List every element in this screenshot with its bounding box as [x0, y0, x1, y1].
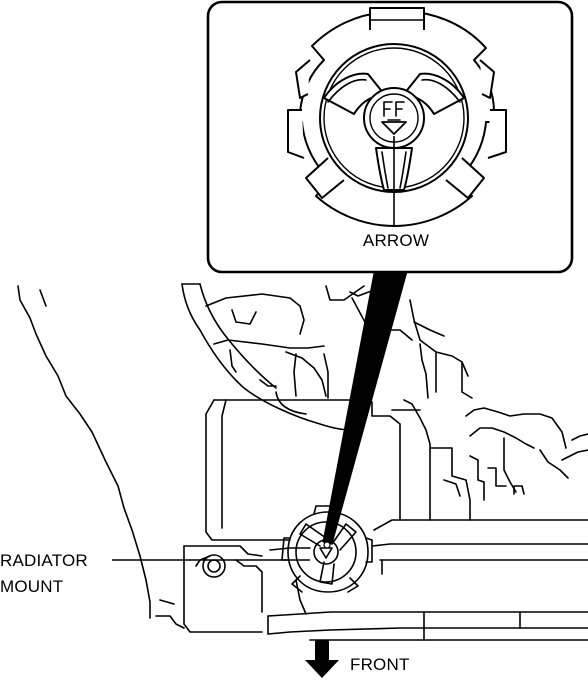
arrow-down-icon	[305, 640, 339, 678]
mount-triangle-marker	[319, 547, 333, 559]
radiator-mount-label-line1: RADIATOR	[0, 551, 88, 570]
detail-callout-pointer	[322, 267, 409, 545]
bracket-bolt	[202, 554, 226, 578]
arrow-label: ARROW	[363, 231, 429, 250]
radiator-mount	[281, 505, 373, 593]
front-label: FRONT	[350, 655, 410, 674]
radiator-mount-label-line2: MOUNT	[0, 577, 63, 596]
triangle-arrow-icon	[381, 101, 407, 135]
mount-detail-enlarged	[287, 7, 507, 227]
engine-bay-lineart	[17, 283, 588, 641]
